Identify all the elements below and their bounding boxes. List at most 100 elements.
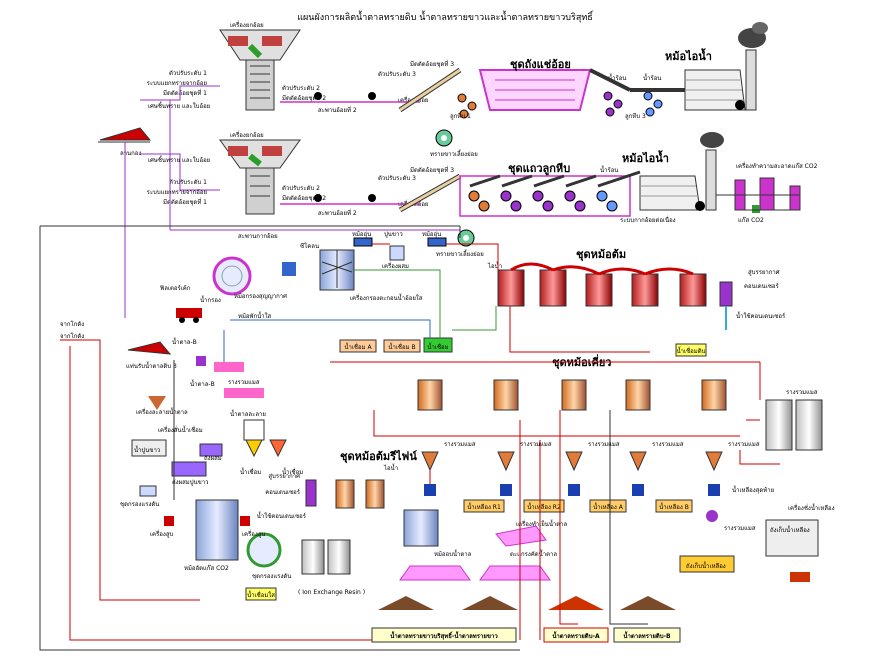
cooler-label: เครื่องทำเย็นน้ำตาล <box>516 518 568 528</box>
belt-2-label: สะพานอ้อยที่ 2 <box>318 106 357 114</box>
crystallizer-8-label: รางรวมแมส <box>228 379 260 386</box>
cutter-1b-label: มีดตัดอ้อยชุดที่ 1 <box>163 198 207 206</box>
evaporator-title: ชุดหม้อต้ม <box>576 248 626 262</box>
sand-label-1: ทรายขาวเลี้ยงย่อย <box>430 148 478 158</box>
product-refined: น้ำตาลทรายขาวบริสุทธิ์-น้ำตาลทรายขาว <box>390 630 498 640</box>
mill-1-title: ชุดถังแช่อ้อย <box>510 58 571 72</box>
magma-boxes <box>463 499 693 513</box>
water-label-3: น้ำร้อน <box>600 164 618 174</box>
juice-heater <box>353 237 447 247</box>
cyclone-label: ซีโคลน <box>300 242 319 250</box>
crystallizer-7-label: รางรวมแมส <box>724 525 756 532</box>
cutter-2b-label: มีดตัดอ้อยชุดที่ 2 <box>282 194 326 202</box>
lime-tank <box>389 245 405 261</box>
rotary-filter <box>212 256 296 296</box>
mud-label: ฟิลเตอร์เค้ก <box>160 284 191 292</box>
screw-label: เครื่องสั่นน้ำเชื่อม <box>158 424 203 434</box>
leveler-1b-label: ตัวปรับระดับ 1 <box>169 179 207 186</box>
bagasse-1-label: เศษชิ้นทราย และใบอ้อย <box>148 100 210 110</box>
juice-heater-2-label: หม้ออุ่น <box>422 231 441 238</box>
condenser-2-label: คอนเดนเซอร์ <box>265 488 300 496</box>
bagasse-conveyor-label: สะพานกากอ้อย <box>238 233 278 240</box>
molasses-label-1: น้ำเชื่อม <box>240 466 261 476</box>
crystallizer-4-label: รางรวมแมส <box>652 441 684 448</box>
condenser-label: คอนเดนเซอร์ <box>744 282 779 290</box>
magma-b-label: น้ำเหลือง B <box>659 501 689 511</box>
water-label-1: น้ำร้อน <box>608 72 626 82</box>
melt-tank-label: น้ำตาล-B <box>172 336 197 346</box>
cane-unloader-1 <box>219 29 301 111</box>
to-atm-2-label: สู่บรรยากาศ <box>268 473 300 480</box>
press-filter-2-label: ชุดกรองแรงดัน <box>252 573 291 580</box>
magma-r2-label: น้ำเหลือง R2 <box>527 501 561 511</box>
crystallizer-2-label: รางรวมแมส <box>520 441 552 448</box>
sugar-dryers <box>399 509 551 581</box>
crystallizer-3-label: รางรวมแมส <box>588 441 620 448</box>
vacuum-pans <box>417 379 727 496</box>
crystallizer-6-label: รางรวมแมส <box>786 389 818 396</box>
store-label: ลานกอง <box>120 150 141 157</box>
diagram-title: แผนผังการผลิตน้ำตาลทรายดิบ น้ำตาลทรายขาว… <box>297 10 594 23</box>
bagasse-2-label: เศษชิ้นทราย และใบอ้อย <box>148 154 210 164</box>
product-raw-a: น้ำตาลทรายดิบ-A <box>552 630 600 640</box>
boiling-house-label: ถังเก็บน้ำเหลือง <box>686 560 726 570</box>
melt-station <box>127 341 287 568</box>
rotary-filter-label: หม้อกรองสุญญากาศ <box>234 293 287 300</box>
refinery-pans <box>301 479 385 575</box>
juice-heater-label: หม้ออุ่น <box>352 231 371 238</box>
cane-unloader-2 <box>219 139 301 215</box>
cutter-3-label: มีดตัดอ้อยชุดที่ 3 <box>410 60 454 68</box>
product-bins <box>371 596 681 643</box>
mud-truck <box>176 308 202 323</box>
press-filter-label: ชุดกรองแรงดัน <box>120 501 159 508</box>
filtrate-label: น้ำกรอง <box>200 294 221 304</box>
molasses-truck-label: เครื่องชั่งน้ำเหลือง <box>788 502 835 512</box>
molasses-handling <box>679 399 823 582</box>
to-atm-label: สู่บรรยากาศ <box>748 269 780 276</box>
magma-r1-label: น้ำเหลือง R1 <box>467 501 501 511</box>
filter-pump-2-label: เครื่องสูบ <box>242 530 265 538</box>
rollers-1 <box>457 91 663 119</box>
remelt-label: เครื่องละลายน้ำตาล <box>136 406 188 416</box>
star-cutter-1 <box>314 92 376 100</box>
refinery-title: ชุดหม้อต้มรีไฟน์ <box>340 449 417 464</box>
syrup-box-1: น้ำเชื่อม A <box>344 341 372 351</box>
feeder-label: ระบบแยกทรายจากอ้อย <box>147 80 207 87</box>
filter-pump-label: เครื่องสูบ <box>150 530 173 538</box>
dirty-juice-label: เครื่องกรองตะกอนน้ำอ้อยใส <box>350 292 423 302</box>
boiler-1-title: หม้อไอน้ำ <box>665 48 712 63</box>
syrup-label: น้ำเชื่อมดิบ <box>677 345 706 355</box>
boiler-2-title: หม้อไอน้ำ <box>622 150 669 165</box>
feeder-b-label: ระบบแยกทรายจากอ้อย <box>147 189 207 196</box>
steam-2-label: ไอน้ำ <box>383 462 398 472</box>
condenser-water-label: น้ำใช้คอนเดนเซอร์ <box>736 310 786 320</box>
condenser-water-2-label: น้ำใช้คอนเดนเซอร์ <box>257 510 307 520</box>
resin-label: ( Ion Exchange Resin ) <box>298 589 365 596</box>
co2-plant-label: เครื่องทำความสะอาดแก๊ส CO2 <box>736 162 818 170</box>
belt-2b-label: สะพานอ้อยที่ 2 <box>318 209 357 217</box>
flow-lines <box>60 226 780 641</box>
leveler-3-label: ตัวปรับระดับ 3 <box>378 71 416 78</box>
melt-tank-a-label: น้ำตาล-B <box>190 378 215 388</box>
syrup-box-2: น้ำเชื่อม B <box>388 341 415 351</box>
resin-syrup-label: น้ำเชื่อมใส <box>247 589 275 599</box>
mill-2-title: ชุดแถวลูกหีบ <box>508 162 570 176</box>
syrup-boxes <box>339 337 453 353</box>
bagasse-belt-label: ระบบกากอ้อยต่อเนื่อง <box>620 216 676 224</box>
cutter-3b-label: มีดตัดอ้อยชุดที่ 3 <box>410 166 454 174</box>
lime-water-label: น้ำปูนขาว <box>134 444 160 454</box>
final-molasses-label: น้ำเหลืองสุดท้าย <box>732 484 774 494</box>
leveler-3b-label: ตัวปรับระดับ 3 <box>378 175 416 182</box>
dryer-label-1: หม้ออบน้ำตาล <box>434 548 472 558</box>
pump-1 <box>435 129 453 147</box>
leveler-1-label: ตัวปรับระดับ 1 <box>169 70 207 77</box>
syrup-label-box <box>675 343 707 357</box>
leveler-2-label: ตัวปรับระดับ 2 <box>282 85 320 92</box>
maceration-tank <box>478 69 592 111</box>
cane-unloader-2-label: เครื่องยกอ้อย <box>230 131 264 139</box>
clear-juice-label: หม้อพักน้ำใส <box>238 310 272 320</box>
lime-label: ปูนขาว <box>384 231 403 238</box>
grader-label: ตะแกรงคัดน้ำตาล <box>510 548 557 558</box>
crystallizer-5-label: รางรวมแมส <box>728 441 760 448</box>
